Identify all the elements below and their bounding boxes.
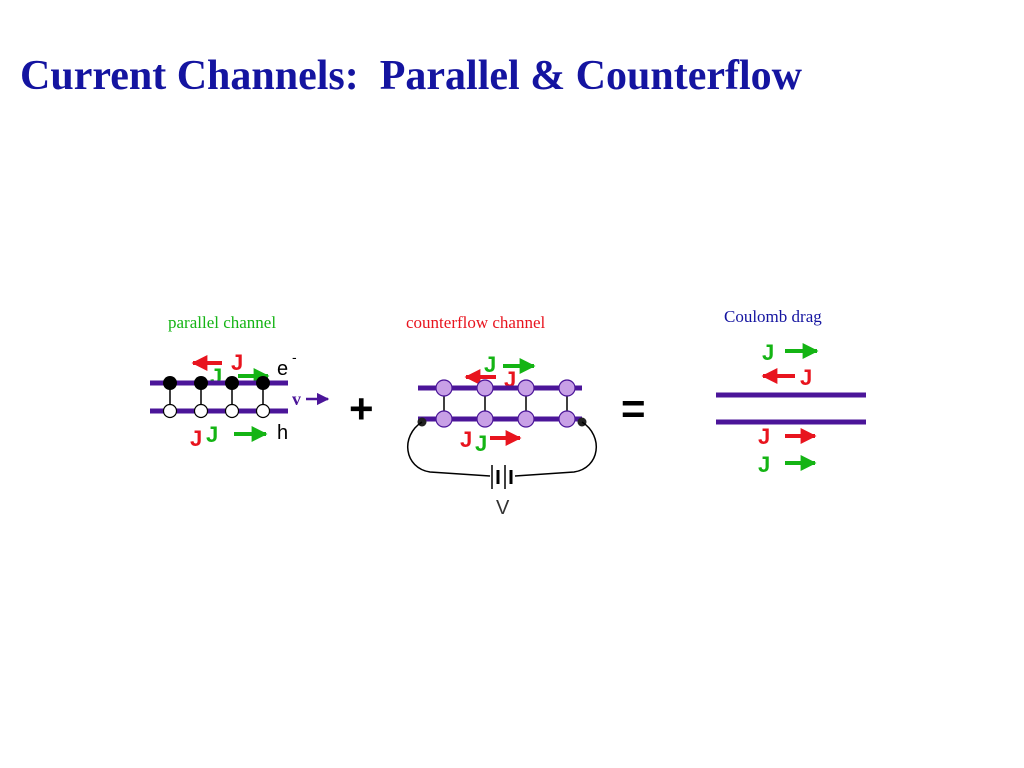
counterflow-bottom-green-j: J — [475, 431, 487, 456]
circuit-wire-right — [514, 421, 597, 477]
equals-sign: = — [621, 385, 646, 432]
counterflow-bottom-red-j: J — [460, 427, 472, 452]
parallel-top-red-j: J — [231, 350, 243, 375]
parallel-bottom-red-j: J — [190, 426, 202, 451]
page-title: Current Channels: Parallel & Counterflow — [20, 53, 802, 99]
hole-label: h — [277, 422, 288, 444]
circuit-wire-left — [407, 421, 491, 477]
plus-sign: + — [349, 385, 374, 432]
drag-j-green-bottom: J — [758, 452, 770, 477]
counterflow-channel-label: counterflow channel — [406, 313, 546, 332]
hole — [224, 403, 240, 419]
electron — [163, 376, 177, 390]
counterflow-channel: counterflow channel J J — [406, 313, 597, 519]
parallel-channel-label: parallel channel — [168, 313, 276, 332]
hole — [255, 403, 271, 419]
coulomb-drag: Coulomb drag J J J J — [716, 307, 866, 477]
electron-charge-superscript: - — [292, 349, 297, 365]
hole — [193, 403, 209, 419]
electron — [194, 376, 208, 390]
velocity-label: v — [292, 389, 301, 409]
drag-j-red-top: J — [800, 365, 812, 390]
parallel-bottom-green-j: J — [206, 422, 218, 447]
drag-j-green-top: J — [762, 340, 774, 365]
counterflow-top-green-j: J — [484, 352, 496, 377]
counterflow-particles — [435, 379, 576, 428]
drag-j-red-bottom: J — [758, 424, 770, 449]
parallel-channel: parallel channel J J e - h v — [150, 313, 330, 451]
electron — [225, 376, 239, 390]
battery-icon — [491, 465, 513, 489]
counterflow-exciton-bonds — [443, 388, 568, 419]
electron — [256, 376, 270, 390]
battery-voltage-label: V — [496, 497, 510, 519]
hole — [162, 403, 178, 419]
electron-label: e — [277, 358, 288, 380]
coulomb-drag-label: Coulomb drag — [724, 307, 822, 326]
